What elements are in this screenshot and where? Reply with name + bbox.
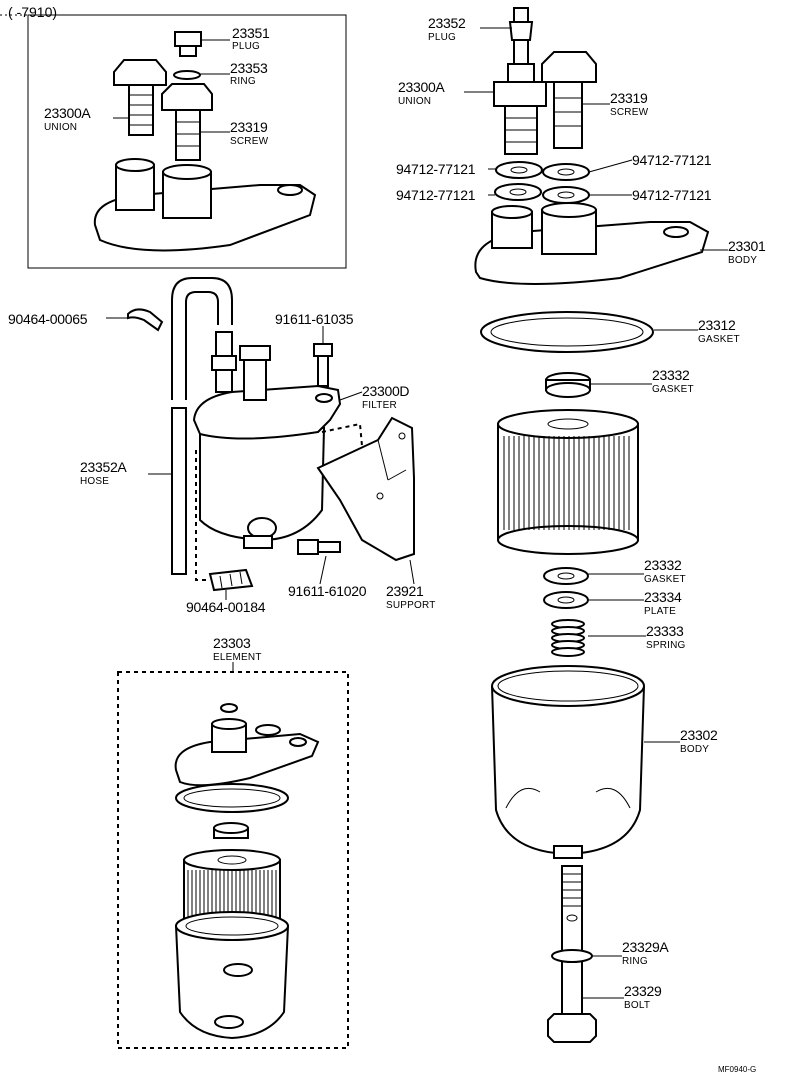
part-name-gasket-23312: GASKET xyxy=(698,334,740,345)
element-kit-box: 23303 ELEMENT xyxy=(117,635,349,1049)
union-23300a xyxy=(493,63,547,155)
part-name-hose: HOSE xyxy=(80,476,109,487)
part-number-23921: 23921 xyxy=(386,583,424,599)
part-number-90464-00184: 90464-00184 xyxy=(186,599,266,615)
inset-plug-part xyxy=(174,31,202,57)
washer-number-2: 94712-77121 xyxy=(632,152,712,168)
part-number-23319-inset: 23319 xyxy=(230,119,268,135)
part-number-23300d: 23300D xyxy=(362,383,409,399)
part-number-23300a: 23300A xyxy=(398,79,445,95)
spring-coil xyxy=(551,647,585,657)
part-number-23303: 23303 xyxy=(213,635,251,651)
part-number-23332-lower: 23332 xyxy=(644,557,682,573)
washer-number-1: 94712-77121 xyxy=(396,161,476,177)
part-name-spring: SPRING xyxy=(646,640,686,651)
gasket-23312 xyxy=(480,311,654,353)
part-name-gasket-upper: GASKET xyxy=(652,384,694,395)
filter-assembly-23300d xyxy=(192,331,342,549)
screw-23319 xyxy=(541,51,597,149)
inset-screw-part xyxy=(161,83,213,161)
gasket-23332-lower xyxy=(543,567,589,585)
clip-90464-00184 xyxy=(195,450,254,592)
plug-23352 xyxy=(508,7,534,65)
part-name-union: UNION xyxy=(398,96,431,107)
part-number-91611-61035: 91611-61035 xyxy=(275,311,354,327)
bolt-91611-61035 xyxy=(313,343,333,387)
part-number-23334: 23334 xyxy=(644,589,682,605)
bolt-23329 xyxy=(547,865,597,1043)
bowl-body-23302 xyxy=(491,665,645,859)
part-name-union-inset: UNION xyxy=(44,122,77,133)
clip-90464-00065 xyxy=(127,308,164,332)
part-number-23301: 23301 xyxy=(728,238,766,254)
part-name-plug-23352: PLUG xyxy=(428,32,456,43)
part-name-screw: SCREW xyxy=(610,107,649,118)
part-number-23333: 23333 xyxy=(646,623,684,639)
part-name-filter: FILTER xyxy=(362,400,397,411)
part-number-23319: 23319 xyxy=(610,90,648,106)
inset-ring-part xyxy=(173,70,201,80)
support-bracket-23921 xyxy=(316,416,415,562)
part-number-23332-upper: 23332 xyxy=(652,367,690,383)
part-name-screw-inset: SCREW xyxy=(230,136,269,147)
gasket-23332-upper xyxy=(545,372,591,398)
model-range-header: ( -7910) xyxy=(8,4,57,20)
bolt-91611-61020 xyxy=(297,539,341,555)
washer-set xyxy=(494,161,590,204)
part-name-support: SUPPORT xyxy=(386,600,436,611)
part-name-body-23301: BODY xyxy=(728,255,757,266)
part-name-bolt: BOLT xyxy=(624,1000,650,1011)
part-name-ring: RING xyxy=(230,76,256,87)
part-name-plate: PLATE xyxy=(644,606,676,617)
spring-23333 xyxy=(551,619,585,657)
part-number-23352: 23352 xyxy=(428,15,466,31)
part-number-91611-61020: 91611-61020 xyxy=(288,583,367,599)
figure-code: MF0940-G xyxy=(718,1065,756,1074)
part-name-plug: PLUG xyxy=(232,41,260,52)
part-number-23302: 23302 xyxy=(680,727,718,743)
inset-box: ( -7910) xyxy=(0,4,347,269)
filter-element xyxy=(497,409,639,555)
part-number-23329: 23329 xyxy=(624,983,662,999)
part-name-gasket-lower: GASKET xyxy=(644,574,686,585)
part-number-90464-00065: 90464-00065 xyxy=(8,311,88,327)
washer-number-3: 94712-77121 xyxy=(396,187,476,203)
part-number-23351: 23351 xyxy=(232,25,270,41)
part-name-element: ELEMENT xyxy=(213,652,262,663)
part-number-23352a: 23352A xyxy=(80,459,127,475)
hose-23352a xyxy=(171,277,233,575)
part-number-23353: 23353 xyxy=(230,60,268,76)
washer-number-4: 94712-77121 xyxy=(632,187,712,203)
part-number-23300a-inset: 23300A xyxy=(44,105,91,121)
part-number-23312: 23312 xyxy=(698,317,736,333)
plate-23334 xyxy=(543,591,589,609)
inset-filter-head xyxy=(93,158,317,252)
part-number-23329a: 23329A xyxy=(622,939,669,955)
part-name-ring-23329a: RING xyxy=(622,956,648,967)
part-name-body-23302: BODY xyxy=(680,744,709,755)
inset-union-part xyxy=(113,59,167,136)
body-23301 xyxy=(474,202,710,285)
